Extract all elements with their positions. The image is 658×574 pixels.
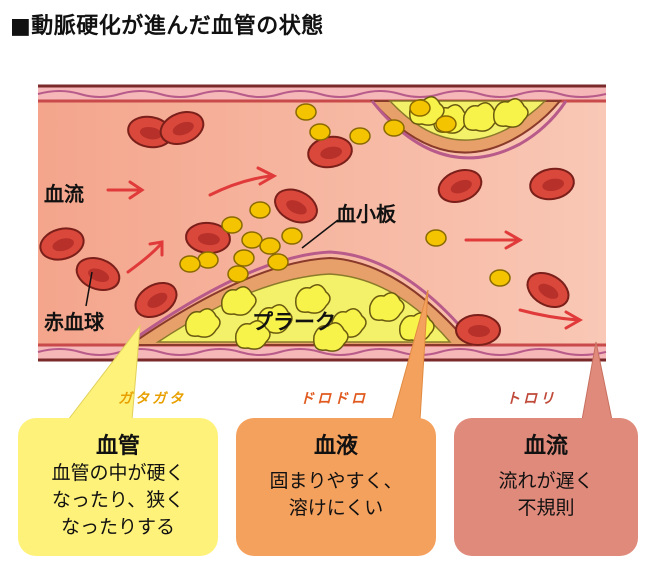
vessel-card-heading: 血管 (95, 434, 140, 459)
plaque-lump (313, 322, 349, 352)
blood-flow-label: 血流 (44, 182, 84, 206)
sound-word-blood: ドロドロ (300, 391, 368, 407)
platelet (435, 115, 457, 133)
red-blood-cell (529, 167, 575, 201)
vessel-card: 血管 血管の中が硬く なったり、狭く なったりする (18, 418, 218, 556)
red-blood-cell (274, 188, 318, 224)
red-blood-cell-label: 赤血球 (44, 310, 104, 334)
platelet (267, 253, 289, 271)
flow-arrows (106, 166, 584, 330)
plaque-lump (235, 320, 271, 350)
platelet (281, 227, 303, 245)
red-blood-cells (39, 111, 575, 346)
platelet (179, 255, 201, 273)
plaque-label: プラーク (252, 310, 336, 334)
red-blood-cell (526, 271, 570, 309)
platelet (197, 251, 219, 269)
flow-card-text: 流れが遅く 不規則 (498, 470, 594, 519)
red-blood-cell (127, 115, 173, 149)
sound-word-flow: トロリ (506, 391, 557, 407)
flow-card: 血流 流れが遅く 不規則 (454, 418, 638, 556)
plaque-lump (185, 308, 221, 338)
red-blood-cell (134, 281, 178, 319)
sound-word-vessel: ガタガタ (118, 391, 186, 407)
platelet (425, 229, 447, 247)
red-blood-cell (185, 221, 231, 255)
flow-card-heading: 血流 (523, 434, 568, 459)
platelet (241, 231, 263, 249)
platelet (309, 123, 331, 141)
platelet (409, 99, 431, 117)
platelet (227, 265, 249, 283)
platelet (383, 119, 405, 137)
platelet (221, 216, 243, 234)
platelet (295, 103, 317, 121)
plaque-lump (463, 102, 499, 132)
plaque-lump (369, 292, 405, 322)
page-title: ■動脈硬化が進んだ血管の状態 (10, 14, 324, 39)
blood-card: 血液 固まりやすく、 溶けにくい (236, 418, 436, 556)
platelet (349, 127, 371, 145)
red-blood-cell (455, 314, 501, 346)
platelets (179, 99, 511, 287)
platelet-label: 血小板 (336, 202, 396, 226)
platelet (489, 269, 511, 287)
leader-lines (85, 219, 339, 307)
plaque-lump (295, 284, 331, 314)
red-blood-cell (307, 135, 353, 169)
platelet (233, 249, 255, 267)
red-blood-cell (159, 111, 205, 145)
plaque-lump (493, 98, 529, 128)
platelet (249, 201, 271, 219)
vessel-card-text: 血管の中が硬く なったり、狭く なったりする (51, 462, 185, 538)
red-blood-cell (75, 257, 121, 291)
blood-card-heading: 血液 (313, 434, 358, 459)
red-blood-cell (437, 169, 483, 203)
red-blood-cell (39, 227, 85, 261)
plaque-lump (221, 286, 257, 316)
blood-card-text: 固まりやすく、 溶けにくい (269, 470, 403, 519)
platelet (259, 237, 281, 255)
